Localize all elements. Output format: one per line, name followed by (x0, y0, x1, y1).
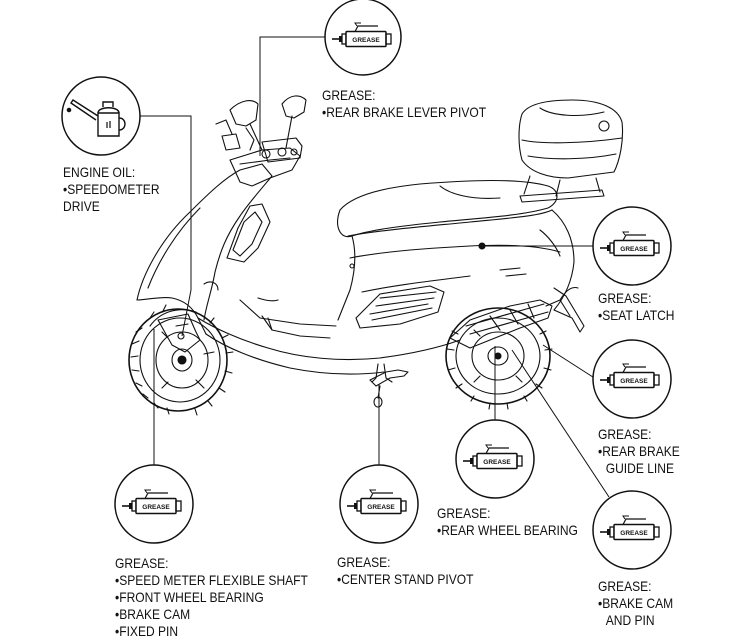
label-item: GUIDE LINE (605, 460, 674, 476)
label-item: •REAR BRAKE (598, 443, 680, 459)
label-center-stand: GREASE: •CENTER STAND PIVOT (337, 554, 473, 588)
label-item: •REAR WHEEL BEARING (437, 522, 578, 538)
label-item: •SPEED METER FLEXIBLE SHAFT (115, 572, 308, 588)
label-item: •FRONT WHEEL BEARING (115, 589, 264, 605)
grease-tube-label: GREASE (620, 246, 648, 253)
label-header: GREASE: (322, 87, 376, 103)
label-item: AND PIN (605, 612, 655, 628)
callout-rear-wheel-bearing: GREASE (455, 419, 535, 499)
label-item: •BRAKE CAM (115, 606, 191, 622)
label-item: •FIXED PIN (115, 623, 179, 639)
grease-tube-label: GREASE (620, 530, 648, 537)
label-item: •REAR BRAKE LEVER PIVOT (322, 104, 487, 120)
label-item: •BRAKE CAM (598, 595, 674, 611)
label-rear-brake-lever: GREASE: •REAR BRAKE LEVER PIVOT (322, 87, 486, 121)
label-header: GREASE: (115, 555, 169, 571)
label-brake-cam-pin: GREASE: •BRAKE CAM AND PIN (598, 578, 673, 629)
label-engine-oil: ENGINE OIL: •SPEEDOMETER DRIVE (63, 164, 160, 215)
label-header: GREASE: (337, 554, 391, 570)
label-header: GREASE: (598, 290, 652, 306)
callout-brake-cam-pin: GREASE (592, 490, 672, 570)
scooter-drawing (128, 95, 624, 416)
label-rear-wheel-bearing: GREASE: •REAR WHEEL BEARING (437, 505, 578, 539)
label-header: GREASE: (598, 578, 652, 594)
callout-seat-latch: GREASE (592, 206, 672, 286)
top-box (518, 99, 624, 203)
label-item: DRIVE (63, 198, 100, 214)
grease-tube-label: GREASE (483, 459, 511, 466)
label-item: •SPEEDOMETER (63, 181, 160, 197)
label-item: •CENTER STAND PIVOT (337, 571, 474, 587)
side-grille (355, 285, 445, 329)
label-header: GREASE: (598, 426, 652, 442)
grease-tube-label: GREASE (142, 504, 170, 511)
leader-lines (140, 36, 610, 498)
callout-center-stand: GREASE (339, 464, 419, 544)
grease-tube-label: GREASE (367, 504, 395, 511)
callout-rear-brake-lever: GREASE (324, 0, 402, 76)
label-header: GREASE: (437, 505, 491, 521)
grease-tube-label: GREASE (620, 378, 648, 385)
front-wheel (128, 304, 234, 416)
label-item: •SEAT LATCH (598, 307, 675, 323)
label-rear-brake-guide: GREASE: •REAR BRAKE GUIDE LINE (598, 426, 680, 477)
callout-rear-brake-guide: GREASE (592, 339, 672, 419)
label-header: ENGINE OIL: (63, 164, 136, 180)
grease-tube-label: GREASE (352, 37, 380, 44)
center-stand (369, 363, 409, 408)
callout-engine-oil (61, 76, 141, 156)
rear-wheel (445, 307, 553, 410)
label-seat-latch: GREASE: •SEAT LATCH (598, 290, 674, 324)
label-front-wheel: GREASE: •SPEED METER FLEXIBLE SHAFT •FRO… (115, 555, 308, 640)
callout-front-wheel: GREASE (114, 464, 194, 544)
oil-can-icon (66, 99, 126, 137)
